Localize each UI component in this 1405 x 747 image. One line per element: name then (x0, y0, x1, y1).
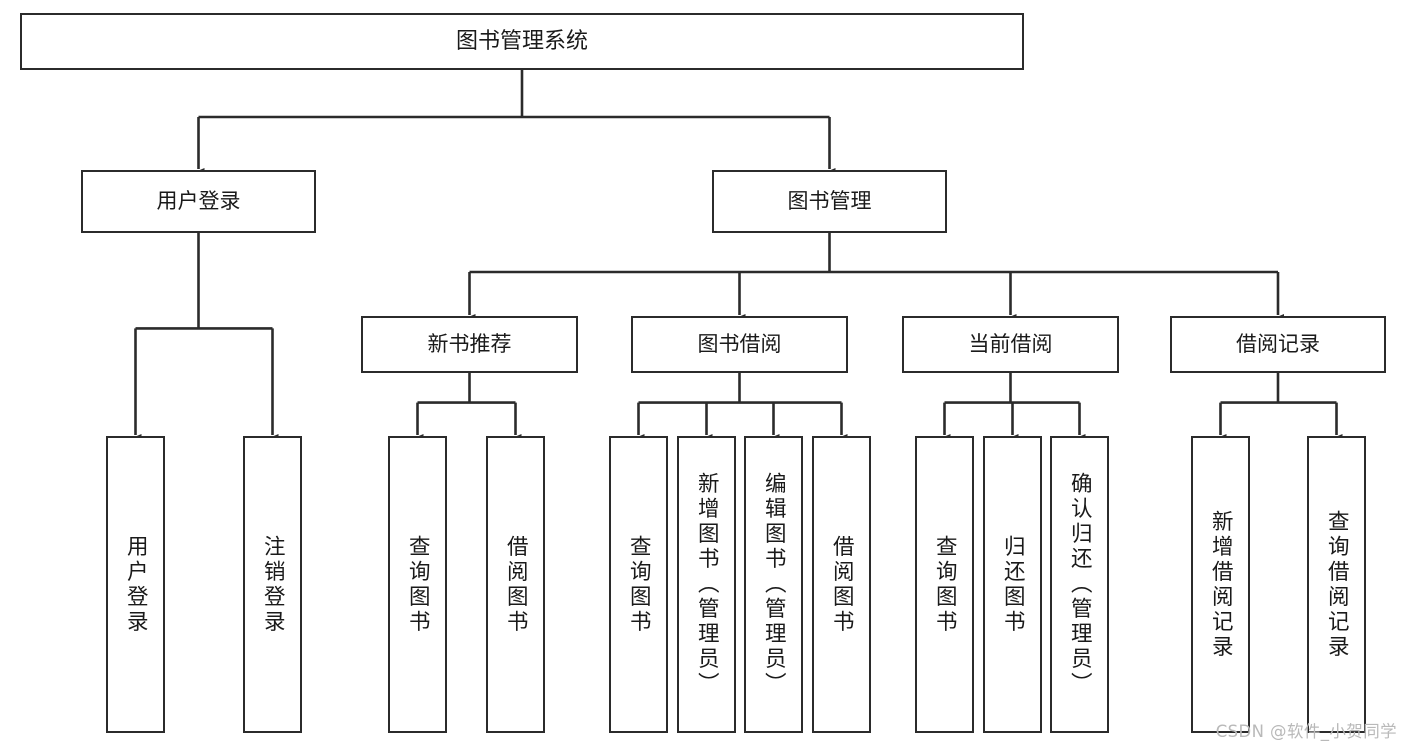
node-label: 图书管理 (787, 189, 872, 214)
node-newbook[interactable]: 新书推荐 (361, 316, 578, 373)
node-leaf-4[interactable]: 借阅图书 (486, 436, 545, 733)
node-login[interactable]: 用户登录 (81, 170, 316, 233)
node-label: 查询图书 (932, 534, 958, 635)
node-leaf-3[interactable]: 查询图书 (388, 436, 447, 733)
node-leaf-9[interactable]: 查询图书 (915, 436, 974, 733)
node-bookmgmt[interactable]: 图书管理 (712, 170, 947, 233)
node-label: 图书管理系统 (455, 28, 588, 54)
node-label: 借阅图书 (503, 534, 529, 635)
node-leaf-11[interactable]: 确认归还（管理员） (1050, 436, 1109, 733)
node-current[interactable]: 当前借阅 (902, 316, 1119, 373)
node-label: 新增图书（管理员） (694, 472, 720, 697)
node-leaf-8[interactable]: 借阅图书 (812, 436, 871, 733)
node-label: 当前借阅 (968, 332, 1053, 357)
node-leaf-5[interactable]: 查询图书 (609, 436, 668, 733)
node-leaf-7[interactable]: 编辑图书（管理员） (744, 436, 803, 733)
node-label: 新增借阅记录 (1208, 509, 1234, 660)
node-borrow[interactable]: 图书借阅 (631, 316, 848, 373)
edges (129, 70, 1343, 444)
node-leaf-1[interactable]: 用户登录 (106, 436, 165, 733)
node-label: 用户登录 (156, 189, 241, 214)
node-label: 编辑图书（管理员） (761, 472, 787, 697)
node-leaf-10[interactable]: 归还图书 (983, 436, 1042, 733)
node-label: 查询图书 (626, 534, 652, 635)
watermark-label: CSDN @软件_小贺同学 (1215, 722, 1397, 741)
node-label: 借阅记录 (1236, 332, 1320, 357)
node-records[interactable]: 借阅记录 (1170, 316, 1386, 373)
node-label: 新书推荐 (427, 332, 512, 357)
node-label: 归还图书 (1000, 534, 1026, 635)
node-leaf-12[interactable]: 新增借阅记录 (1191, 436, 1250, 733)
node-root[interactable]: 图书管理系统 (20, 13, 1024, 70)
node-label: 查询图书 (405, 534, 431, 635)
node-leaf-2[interactable]: 注销登录 (243, 436, 302, 733)
node-leaf-13[interactable]: 查询借阅记录 (1307, 436, 1366, 733)
node-label: 注销登录 (260, 534, 286, 635)
node-leaf-6[interactable]: 新增图书（管理员） (677, 436, 736, 733)
node-label: 确认归还（管理员） (1067, 472, 1093, 697)
node-label: 图书借阅 (697, 332, 782, 357)
node-label: 查询借阅记录 (1324, 509, 1350, 660)
node-label: 用户登录 (123, 534, 149, 635)
node-label: 借阅图书 (829, 534, 855, 635)
